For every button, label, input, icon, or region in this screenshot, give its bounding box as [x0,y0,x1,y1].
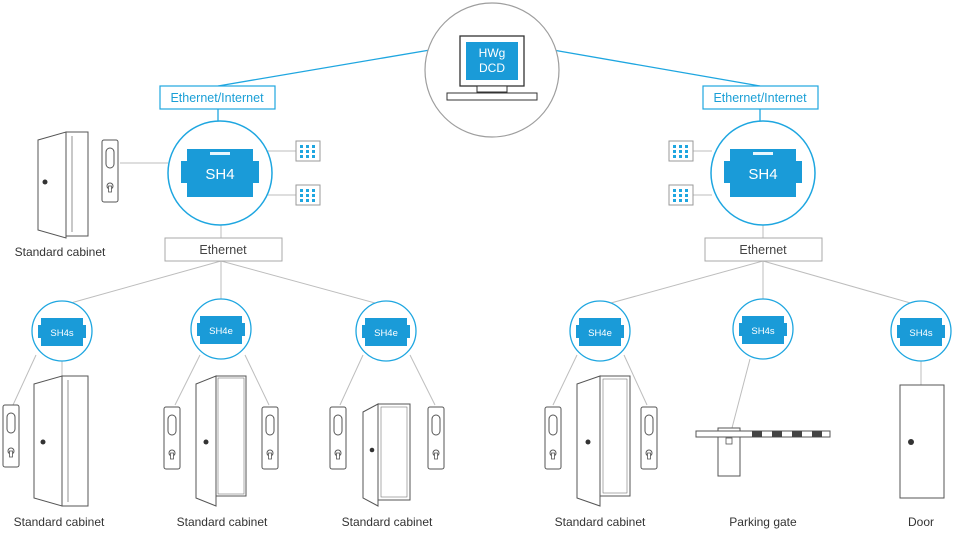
controller-label: SH4s [909,328,932,339]
keypad-icon [668,184,694,206]
controller-node-3: SH4e [355,300,417,362]
server-label-line1: HWg [479,46,506,60]
cabinet-3-label: Standard cabinet [342,515,433,529]
sh4-device-icon [187,149,253,197]
keypad-icon [295,184,321,206]
right-main-controller-label: SH4 [748,166,777,183]
left-main-controller-label: SH4 [205,166,234,183]
right-internet-label: Ethernet/Internet [713,91,807,105]
cabinet-1-icon [2,375,89,507]
controller-label: SH4e [374,328,398,339]
cabinet-4-label: Standard cabinet [555,515,646,529]
parking-gate-label: Parking gate [729,515,797,529]
left-ethernet-box [164,237,283,262]
left-main-controller: SH4 [167,120,273,226]
controller-node-5: SH4s [732,298,794,360]
left-internet-label: Ethernet/Internet [170,91,264,105]
right-ethernet-box [704,237,823,262]
left-internet-box [159,85,276,110]
controller-label: SH4e [209,326,233,337]
cabinet-3-icon [329,403,445,507]
server-label-line2: DCD [479,61,505,75]
cabinet-2-label: Standard cabinet [177,515,268,529]
keypad-icon [295,140,321,162]
cabinet-4-icon [544,375,658,507]
door-label: Door [908,515,934,529]
right-ethernet-label: Ethernet [739,243,787,257]
cabinet-1-label: Standard cabinet [14,515,105,529]
left-ethernet-label: Ethernet [199,243,247,257]
controller-node-1: SH4s [31,300,93,362]
door-icon [899,384,945,499]
connection-lines [12,49,922,429]
controller-node-4: SH4e [569,300,631,362]
right-main-controller: SH4 [710,120,816,226]
server-node: HWg DCD [424,2,560,138]
top-cabinet-label: Standard cabinet [15,245,106,259]
controller-node-6: SH4s [890,300,952,362]
right-internet-box [702,85,819,110]
controller-label: SH4s [751,326,774,337]
top-cabinet-icon [37,131,119,239]
parking-gate-icon [695,427,831,477]
keypad-icon [668,140,694,162]
cabinet-2-icon [163,375,279,507]
controller-label: SH4e [588,328,612,339]
keyboard-icon [446,92,538,101]
controller-node-2: SH4e [190,298,252,360]
sh4-device-icon [730,149,796,197]
controller-label: SH4s [50,328,73,339]
